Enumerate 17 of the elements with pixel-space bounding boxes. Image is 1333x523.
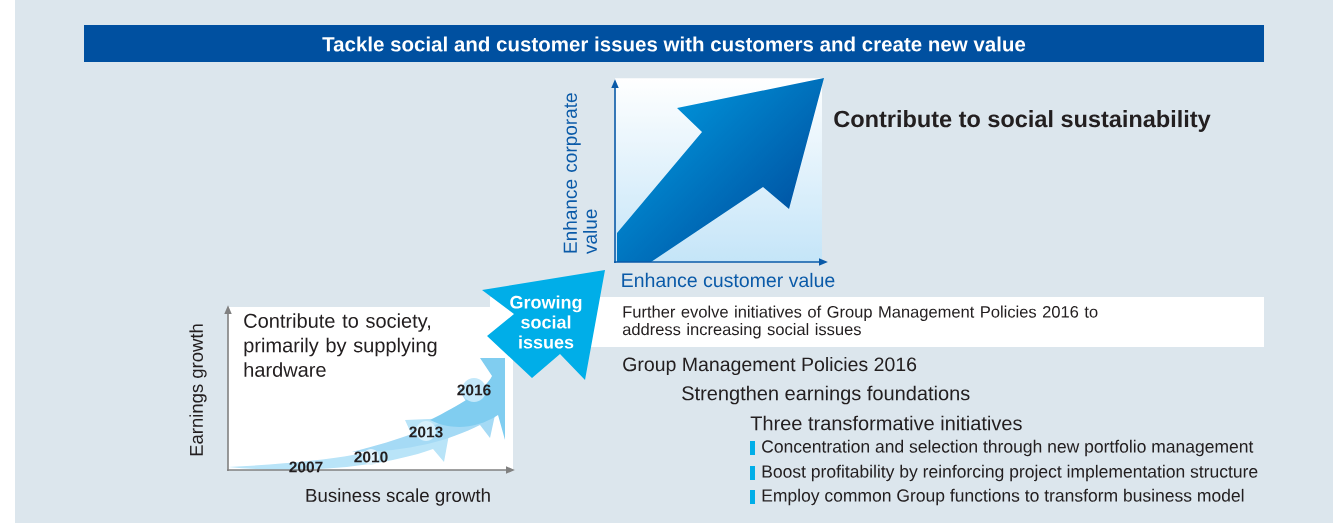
- axis-title: Enhance corporate value: [563, 93, 597, 254]
- axis-title: Earnings growth: [189, 324, 207, 456]
- heading: Strengthen earnings foundations: [682, 385, 970, 405]
- year-label: 2007: [289, 461, 323, 473]
- bullet-item: Employ common Group functions to transform business model: [762, 488, 1244, 506]
- heading: Contribute to social sustainability: [834, 110, 1211, 132]
- year-label: 2010: [354, 451, 388, 463]
- title-banner: Tackle social and customer issues with customers and create new value: [84, 25, 1264, 62]
- year-label: 2016: [457, 384, 491, 396]
- heading: Three transformative initiatives: [750, 415, 1022, 431]
- bullet-item: Concentration and selection through new portfolio management: [762, 439, 1254, 457]
- node-label: Further evolve initiatives of Group Management Policies 2016 to address increasing social issues: [622, 305, 1098, 339]
- axis-title: Business scale growth: [306, 488, 490, 506]
- axis-title: Enhance customer value: [622, 272, 835, 288]
- year-label: 2013: [409, 426, 443, 438]
- heading: Group Management Policies 2016: [623, 356, 917, 376]
- bullet-item: Boost profitability by reinforcing project implementation structure: [762, 464, 1258, 482]
